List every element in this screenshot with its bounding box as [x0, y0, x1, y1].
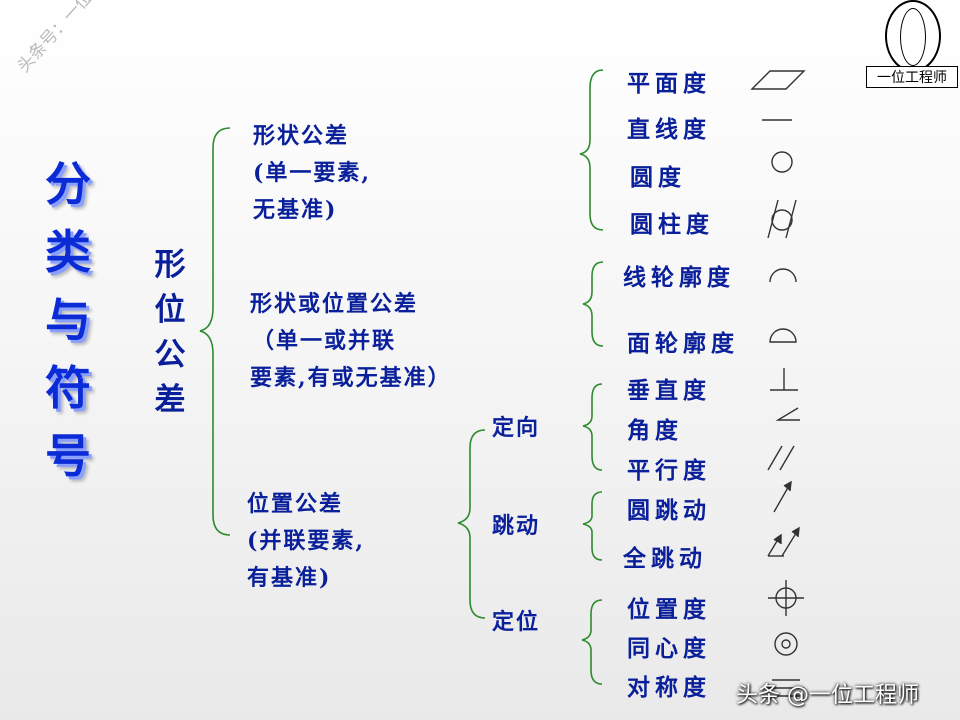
root-label: 形 位 公 差 — [148, 243, 192, 423]
total-runout-icon — [767, 526, 800, 557]
bracket-position — [457, 429, 486, 619]
group-position-line2: (并联要素, — [247, 528, 366, 554]
circular-runout-icon — [773, 480, 792, 513]
item-perpendicularity: 垂直度 — [627, 377, 711, 404]
roundness-icon — [771, 151, 793, 173]
concentricity-icon — [774, 632, 798, 656]
title-char: 号 — [45, 429, 91, 483]
group-form-or-pos-line1: 形状或位置公差 — [250, 291, 419, 317]
group-form-line1: 形状公差 — [253, 123, 350, 149]
brackets — [199, 69, 604, 685]
perpendicularity-icon — [770, 368, 798, 391]
page-title: 分 类 与 符 号 — [38, 150, 98, 490]
parallelism-icon — [767, 445, 795, 471]
watermark-bottom: 头条 @一位工程师 — [736, 683, 919, 708]
cylindricity-icon — [767, 199, 797, 239]
item-total-runout: 全跳动 — [623, 545, 707, 572]
group-form-line3: 无基准) — [253, 197, 338, 223]
item-surface-profile: 面轮廓度 — [627, 330, 739, 357]
group-form-line2: (单一要素, — [253, 160, 372, 186]
item-circular-runout: 圆跳动 — [627, 497, 711, 524]
group-form-or-pos-line2: （单一或并联 — [252, 328, 397, 354]
logo-label: 一位工程师 — [866, 66, 958, 88]
root-char: 形 — [154, 247, 186, 283]
bracket-form — [579, 69, 604, 231]
item-concentricity: 同心度 — [627, 635, 711, 662]
title-char: 分 — [45, 157, 91, 211]
title-char: 类 — [45, 225, 91, 279]
group-position-line3: 有基准) — [247, 565, 332, 591]
item-roundness: 圆度 — [630, 164, 686, 191]
position-icon — [768, 580, 804, 616]
title-char: 符 — [45, 361, 91, 415]
angularity-icon — [775, 407, 800, 421]
item-cylindricity: 圆柱度 — [630, 211, 714, 238]
root-char: 公 — [154, 337, 186, 373]
bracket-runout — [582, 491, 603, 561]
symmetry-icon — [768, 679, 804, 697]
item-flatness: 平面度 — [627, 70, 711, 97]
item-symmetry: 对称度 — [627, 674, 711, 701]
subgroup-runout: 跳动 — [492, 513, 541, 539]
subgroup-orientation: 定向 — [492, 415, 541, 441]
bracket-location — [581, 599, 603, 685]
group-form-or-pos-line3: 要素,有或无基准） — [250, 365, 452, 391]
item-angularity: 角度 — [627, 417, 683, 444]
item-parallelism: 平行度 — [627, 457, 711, 484]
item-straightness: 直线度 — [627, 116, 711, 143]
root-char: 位 — [154, 292, 186, 328]
item-line-profile: 线轮廓度 — [623, 264, 735, 291]
root-char: 差 — [154, 382, 186, 418]
line-profile-icon — [769, 268, 797, 283]
bracket-root — [199, 127, 231, 536]
logo: 一位工程师 — [866, 0, 958, 88]
group-position-line1: 位置公差 — [247, 491, 344, 517]
logo-circle-icon — [885, 0, 941, 72]
title-char: 与 — [45, 293, 91, 347]
bracket-orientation — [582, 383, 603, 471]
flatness-icon — [750, 70, 806, 90]
bracket-form-or-pos — [582, 261, 604, 347]
subgroup-location: 定位 — [492, 609, 541, 635]
item-position: 位置度 — [627, 596, 711, 623]
surface-profile-icon — [769, 328, 797, 343]
